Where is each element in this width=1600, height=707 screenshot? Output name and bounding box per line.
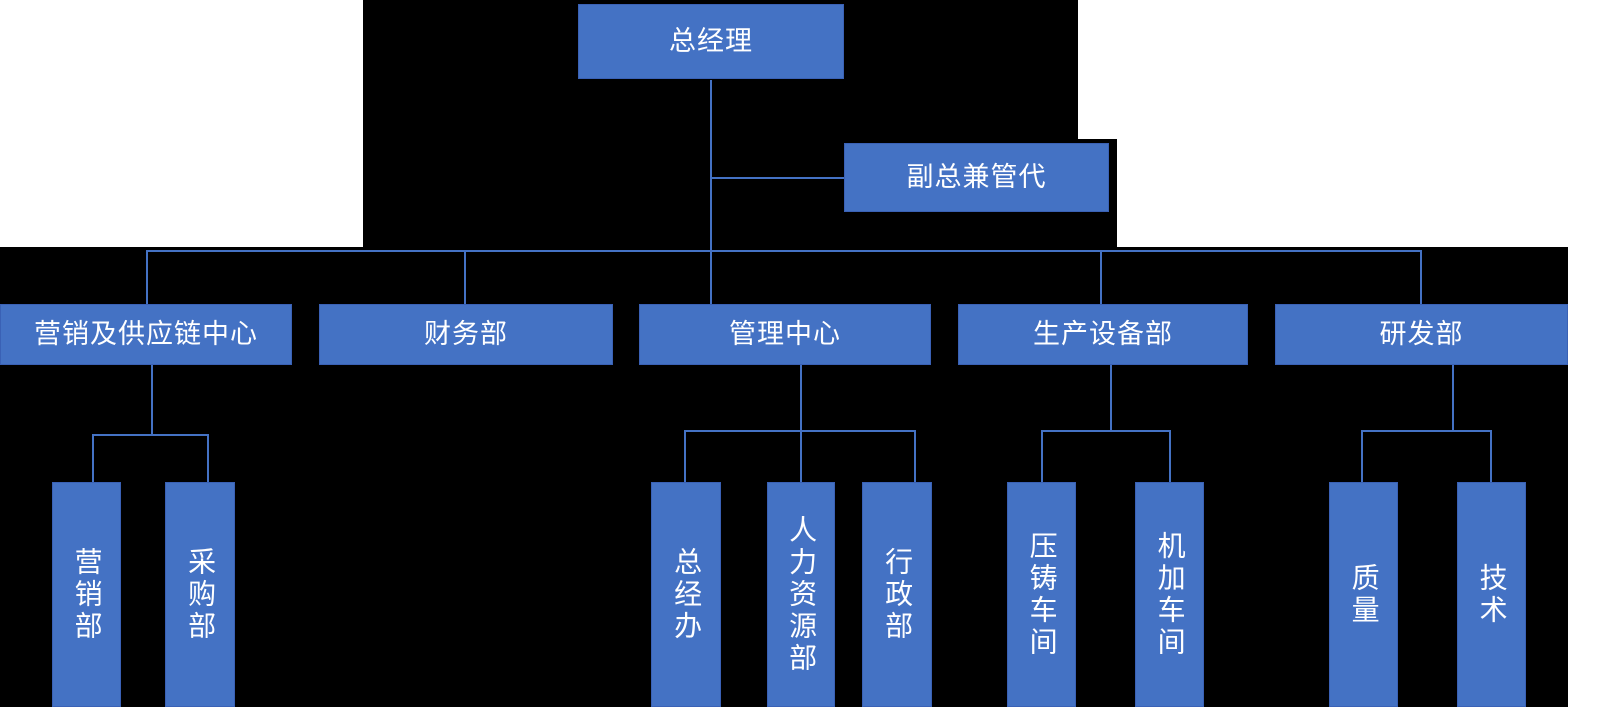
node-rnd-department[interactable]: 研发部 [1275, 304, 1568, 365]
node-label: 人力资源部 [785, 514, 819, 675]
node-general-manager-office[interactable]: 总经办 [651, 482, 721, 707]
node-production-equipment-department[interactable]: 生产设备部 [958, 304, 1248, 365]
connector-drop-prod-equip [1100, 250, 1102, 305]
node-machining-workshop[interactable]: 机加车间 [1135, 482, 1204, 707]
node-label: 质量 [1347, 562, 1381, 627]
connector-drop-purchase-dept [207, 434, 209, 482]
connector-prodequip-stem [1110, 365, 1112, 431]
connector-vp-branch [710, 177, 845, 179]
connector-drop-mgmt-center [710, 250, 712, 305]
connector-drop-gm-office [684, 430, 686, 482]
node-marketing-supply-chain-center[interactable]: 营销及供应链中心 [0, 304, 292, 365]
node-label: 总经办 [670, 546, 704, 643]
connector-mktcenter-bus [92, 434, 209, 436]
connector-prodequip-bus [1041, 430, 1171, 432]
node-label: 总经理 [669, 25, 753, 57]
connector-drop-admin-dept [914, 430, 916, 482]
connector-level3-bus [146, 250, 1422, 252]
node-purchasing-department[interactable]: 采购部 [165, 482, 235, 707]
node-administration-department[interactable]: 行政部 [862, 482, 932, 707]
node-label: 行政部 [881, 546, 915, 643]
connector-drop-technology [1490, 430, 1492, 482]
connector-mgmtcenter-stem [800, 365, 802, 431]
node-label: 研发部 [1379, 318, 1464, 350]
node-label: 机加车间 [1153, 530, 1187, 659]
connector-top-trunk [710, 80, 712, 252]
node-marketing-department[interactable]: 营销部 [52, 482, 121, 707]
node-human-resources-department[interactable]: 人力资源部 [767, 482, 835, 707]
node-label: 压铸车间 [1025, 530, 1059, 659]
node-label: 采购部 [184, 546, 218, 643]
connector-drop-mkt-center [146, 250, 148, 305]
connector-drop-finance [464, 250, 466, 305]
node-label: 营销部 [70, 546, 104, 643]
node-quality[interactable]: 质量 [1329, 482, 1398, 707]
node-die-casting-workshop[interactable]: 压铸车间 [1007, 482, 1076, 707]
node-label: 财务部 [424, 318, 508, 350]
node-label: 生产设备部 [1033, 318, 1173, 350]
connector-drop-quality [1361, 430, 1363, 482]
connector-drop-hr-dept [800, 430, 802, 482]
connector-mktcenter-stem [151, 365, 153, 435]
node-technology[interactable]: 技术 [1457, 482, 1526, 707]
node-label: 营销及供应链中心 [34, 318, 258, 350]
connector-drop-mkt-dept [92, 434, 94, 482]
node-label: 技术 [1475, 562, 1509, 627]
connector-rnd-stem [1452, 365, 1454, 431]
node-label: 副总兼管代 [906, 161, 1047, 193]
node-management-center[interactable]: 管理中心 [639, 304, 931, 365]
node-finance-department[interactable]: 财务部 [319, 304, 613, 365]
connector-drop-machining-ws [1169, 430, 1171, 482]
node-vice-president[interactable]: 副总兼管代 [844, 143, 1109, 212]
connector-drop-diecast-ws [1041, 430, 1043, 482]
node-label: 管理中心 [729, 318, 841, 350]
node-general-manager[interactable]: 总经理 [578, 4, 844, 79]
connector-drop-rnd [1420, 250, 1422, 305]
connector-rnd-bus [1361, 430, 1491, 432]
